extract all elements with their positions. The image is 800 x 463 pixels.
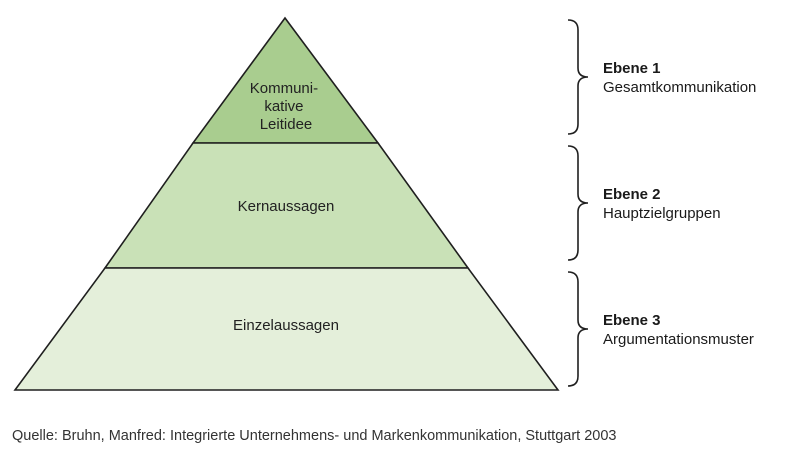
pyramid-tier-3 bbox=[13, 267, 560, 391]
brace-level-1 bbox=[567, 19, 589, 135]
tier-3-label: Einzelaussagen bbox=[233, 317, 339, 334]
level-3-subtitle: Argumentationsmuster bbox=[603, 331, 754, 348]
level-1-title: Ebene 1 bbox=[603, 60, 661, 77]
brace-level-2 bbox=[567, 145, 589, 261]
level-2-subtitle: Hauptzielgruppen bbox=[603, 205, 721, 222]
level-1-subtitle: Gesamtkommunikation bbox=[603, 79, 756, 96]
brace-level-3 bbox=[567, 271, 589, 387]
level-3-title: Ebene 3 bbox=[603, 312, 661, 329]
tier-2-label: Kernaussagen bbox=[238, 198, 335, 215]
tier-1-label: Kommuni- kative Leitidee bbox=[250, 80, 323, 133]
source-citation: Quelle: Bruhn, Manfred: Integrierte Unte… bbox=[12, 428, 617, 444]
level-2-title: Ebene 2 bbox=[603, 186, 661, 203]
